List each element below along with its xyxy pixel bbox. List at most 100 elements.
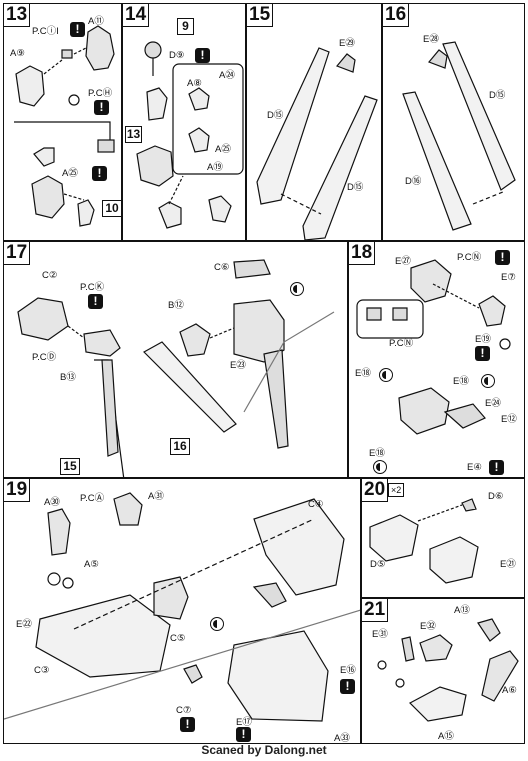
label-a25: A㉕ [215,144,231,155]
step-13-number: 13 [4,4,31,27]
label-a13: A⑬ [454,605,470,616]
label-a8: A⑧ [187,78,202,89]
warning-icon: ! [195,48,210,63]
label-e22: E㉒ [16,619,32,630]
step-19-number: 19 [4,479,31,502]
ref-step-box: 13 [125,126,142,143]
label-a24: A㉔ [219,70,235,81]
label-a25: A㉕ [62,168,78,179]
rotate-icon [373,460,387,474]
step-20-number: 20 [362,479,389,502]
label-d15a: D⑮ [267,110,284,121]
label-e29: E㉙ [339,38,355,49]
label-pci: P.CⓘI [32,26,59,37]
label-a5: A⑤ [84,559,99,570]
step-15-panel: 15 E㉙ D⑮ D⑮ [246,3,382,241]
label-pch: P.CⒽ [88,88,113,99]
step-20-drawing [369,498,479,584]
step-16-panel: 16 E㉘ D⑮ D⑯ [382,3,525,241]
warning-icon: ! [495,250,510,265]
step-20-panel: 20 ×2 D⑥ D⑤ E㉑ [361,478,525,598]
label-e24: E㉔ [485,398,501,409]
label-c5: C⑤ [170,633,186,644]
label-d16: D⑯ [405,176,422,187]
label-d6: D⑥ [488,491,504,502]
step-19-panel: 19 A㉚ P.CⒶ A㉛ C④ A⑤ E㉒ C⑤ C③ E⑯ ! C⑦ ! E… [3,478,361,744]
label-c4: C④ [308,499,324,510]
label-e12: E⑫ [501,414,517,425]
ref-step-box: 9 [177,18,194,35]
label-a15: A⑮ [438,731,454,742]
warning-icon: ! [94,100,109,115]
label-e23: E㉓ [230,360,246,371]
label-e18b: E⑱ [453,376,469,387]
step-14-panel: 14 9 D⑨ ! A⑧ A㉔ 13 A㉕ A⑲ [122,3,246,241]
warning-icon: ! [475,346,490,361]
step-17-panel: 17 C② P.CⓀ ! P.CⒹ B⑬ C⑥ B⑫ E㉓ 16 15 [3,241,348,478]
label-c6: C⑥ [214,262,230,273]
step-15-drawing [256,47,378,240]
step-21-panel: 21 A⑬ E㉛ E㉜ A⑥ A⑮ [361,598,525,744]
step-14-number: 14 [123,4,150,27]
label-a19: A⑲ [207,162,223,173]
step-21-number: 21 [362,599,389,622]
step-15-number: 15 [247,4,274,27]
warning-icon: ! [340,679,355,694]
label-c7: C⑦ [176,705,192,716]
step-18-drawing [356,259,511,435]
label-pcn2: P.CⓃ [389,338,414,349]
label-e7: E⑦ [501,272,516,283]
warning-icon: ! [70,22,85,37]
label-c3: C③ [34,665,50,676]
step-13-drawing [14,25,115,227]
label-e4: E④ [467,462,482,473]
warning-icon: ! [180,717,195,732]
scanner-watermark: Scaned by Dalong.net [201,743,327,757]
label-e18a: E⑱ [355,368,371,379]
label-pck: P.CⓀ [80,282,105,293]
label-d5: D⑤ [370,559,386,570]
label-e21: E㉑ [500,559,516,570]
label-b12: B⑫ [168,300,184,311]
label-d9: D⑨ [169,50,185,61]
step-19-drawing [4,492,360,722]
label-e19: E⑲ [475,334,491,345]
label-d15a: D⑮ [489,90,506,101]
step-18-panel: 18 E㉗ P.CⓃ ! E⑦ E⑲ ! P.CⓃ E⑱ E⑱ E㉔ E⑫ E⑱… [348,241,525,478]
quantity-badge: ×2 [388,483,405,497]
rotate-icon [290,282,304,296]
ref-step-box: 10 [102,200,121,217]
label-pcn1: P.CⓃ [457,252,482,263]
rotate-icon [210,617,224,631]
label-a30: A㉚ [44,497,60,508]
rotate-icon [481,374,495,388]
label-b13: B⑬ [60,372,76,383]
step-21-drawing [377,618,519,722]
label-pcd: P.CⒹ [32,352,57,363]
label-d15b: D⑮ [347,182,364,193]
label-a11: A⑪ [88,16,104,27]
label-e31: E㉛ [372,629,388,640]
ref-step-box: 15 [60,458,80,475]
label-a6: A⑥ [502,685,517,696]
label-e27: E㉗ [395,256,411,267]
label-e16: E⑯ [340,665,356,676]
label-e18c: E⑱ [369,448,385,459]
warning-icon: ! [92,166,107,181]
label-a9: A⑨ [10,48,25,59]
step-16-drawing [402,41,516,231]
step-18-number: 18 [349,242,376,265]
label-e28: E㉘ [423,34,439,45]
step-17-number: 17 [4,242,31,265]
step-17-drawing [17,259,335,477]
label-a31: A㉛ [148,491,164,502]
rotate-icon [379,368,393,382]
step-14-drawing [136,41,244,229]
warning-icon: ! [88,294,103,309]
label-a33: A㉝ [334,733,350,744]
ref-step-box: 16 [170,438,190,455]
label-c2: C② [42,270,58,281]
label-pca: P.CⒶ [80,493,105,504]
step-16-number: 16 [383,4,410,27]
warning-icon: ! [489,460,504,475]
